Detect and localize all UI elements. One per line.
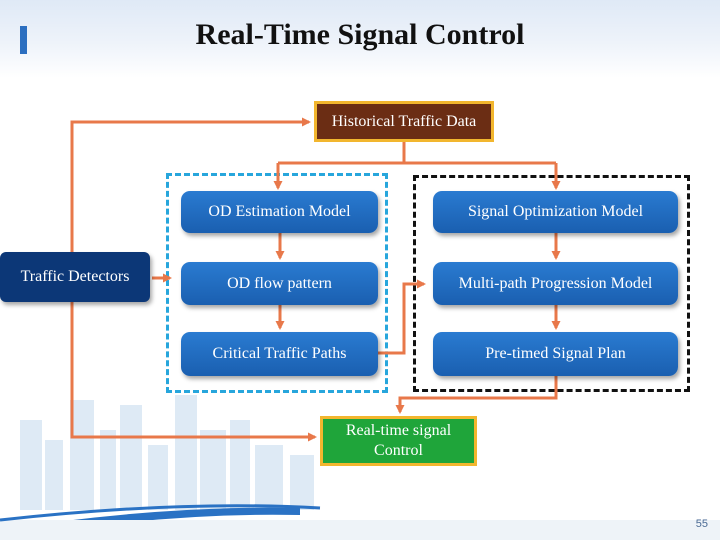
traffic-detectors-node: Traffic Detectors — [0, 252, 150, 302]
real-time-signal-control-node: Real-time signal Control — [320, 416, 477, 466]
od-flow-pattern-node: OD flow pattern — [181, 262, 378, 305]
title-accent-bar — [20, 26, 27, 54]
multi-path-progression-model-node: Multi-path Progression Model — [433, 262, 678, 305]
critical-traffic-paths-node: Critical Traffic Paths — [181, 332, 378, 376]
traffic-detectors-label: Traffic Detectors — [20, 268, 130, 285]
od-estimation-model-label: OD Estimation Model — [208, 203, 351, 220]
real-time-signal-control-label: Real-time signal Control — [345, 422, 452, 459]
slide-title: Real-Time Signal Control — [195, 18, 525, 51]
pre-timed-signal-plan-label: Pre-timed Signal Plan — [485, 345, 626, 362]
critical-traffic-paths-label: Critical Traffic Paths — [212, 345, 347, 362]
pre-timed-signal-plan-node: Pre-timed Signal Plan — [433, 332, 678, 376]
signal-optimization-model-label: Signal Optimization Model — [467, 203, 644, 220]
od-flow-pattern-label: OD flow pattern — [227, 274, 332, 292]
historical-traffic-data-label: Historical Traffic Data — [331, 112, 477, 130]
historical-traffic-data-node: Historical Traffic Data — [314, 101, 494, 142]
title-bar — [0, 0, 720, 78]
signal-optimization-model-node: Signal Optimization Model — [433, 191, 678, 233]
od-estimation-model-node: OD Estimation Model — [181, 191, 378, 233]
multi-path-progression-model-label: Multi-path Progression Model — [458, 274, 653, 292]
page-number: 55 — [695, 518, 708, 530]
